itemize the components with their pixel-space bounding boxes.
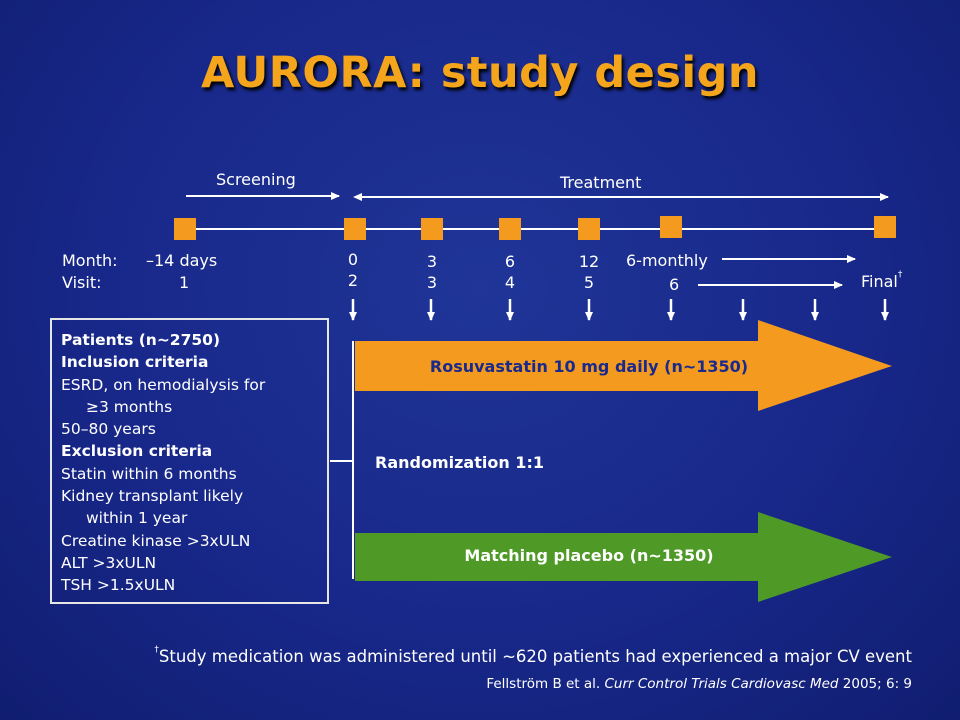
patients-count: Patients (n~2750): [61, 331, 221, 349]
six-monthly-visit: 6: [669, 275, 680, 294]
visit-marker: [174, 218, 196, 240]
visit-number: 4: [504, 273, 516, 292]
visit-number: 5: [583, 273, 595, 292]
screening-month: –14 days: [146, 251, 218, 270]
visit-row-label: Visit:: [62, 273, 102, 292]
footnote-text: Study medication was administered until …: [158, 647, 912, 666]
visit-label: 0 2: [333, 249, 373, 291]
inclusion-item: 50–80 years: [61, 420, 156, 439]
exclusion-item: ALT >3xULN: [61, 553, 157, 572]
citation: Fellström B et al. Curr Control Trials C…: [486, 676, 912, 692]
six-monthly-label: 6-monthly: [626, 251, 708, 270]
screening-label: Screening: [216, 170, 296, 189]
inclusion-item-continued: ≥3 months: [86, 397, 173, 416]
inclusion-item: ESRD, on hemodialysis for: [61, 375, 266, 394]
screening-visit: 1: [179, 273, 190, 292]
visit-number: 2: [347, 271, 359, 290]
rosuvastatin-arm-label: Rosuvastatin 10 mg daily (n~1350): [429, 357, 749, 376]
placebo-arm-arrow: [355, 512, 892, 602]
exclusion-item: Statin within 6 months: [61, 464, 237, 483]
visit-month: 12: [578, 252, 600, 271]
exclusion-item: Kidney transplant likely: [61, 487, 244, 506]
visit-marker: [660, 216, 682, 238]
exclusion-item: TSH >1.5xULN: [61, 576, 176, 595]
visit-label: 6 4: [490, 251, 530, 293]
visit-marker: [421, 218, 443, 240]
month-row-label: Month:: [62, 251, 118, 270]
randomization-label: Randomization 1:1: [375, 453, 544, 472]
visit-month: 3: [426, 252, 438, 271]
final-label: Final†: [861, 270, 903, 291]
exclusion-item: Creatine kinase >3xULN: [61, 531, 251, 550]
citation-journal: Curr Control Trials Cardiovasc Med: [604, 676, 839, 692]
visit-number: 3: [426, 273, 438, 292]
final-dagger: †: [897, 270, 903, 280]
citation-authors: Fellström B et al.: [486, 676, 601, 692]
criteria-box: Patients (n~2750) Inclusion criteria ESR…: [50, 318, 329, 604]
citation-details: 2005; 6: 9: [842, 676, 912, 692]
visit-marker: [499, 218, 521, 240]
slide-title: AURORA: study design: [200, 48, 760, 98]
visit-marker: [874, 216, 896, 238]
footnote: †Study medication was administered until…: [154, 645, 912, 666]
footnote-dagger: †: [154, 645, 159, 655]
exclusion-heading: Exclusion criteria: [61, 442, 213, 461]
visit-label: 12 5: [569, 251, 609, 293]
treatment-label: Treatment: [560, 173, 642, 192]
placebo-arm-label: Matching placebo (n~1350): [464, 546, 714, 565]
visit-month: 0: [347, 250, 359, 269]
visit-label: 3 3: [412, 251, 452, 293]
exclusion-item-continued: within 1 year: [86, 509, 188, 528]
inclusion-heading: Inclusion criteria: [61, 353, 209, 372]
rosuvastatin-arm-arrow: [355, 320, 892, 411]
visit-month: 6: [504, 252, 516, 271]
final-text: Final: [861, 272, 898, 291]
visit-marker: [578, 218, 600, 240]
visit-marker: [344, 218, 366, 240]
